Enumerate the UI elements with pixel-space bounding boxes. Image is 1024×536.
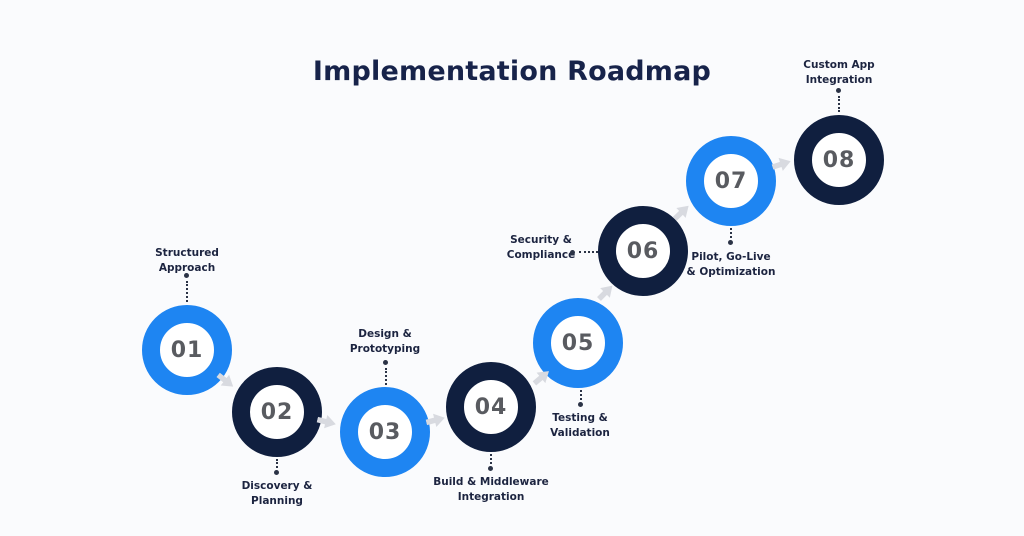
step-number: 02 [260, 399, 294, 425]
connector-dot [728, 240, 733, 245]
step-label: Security & Compliance [506, 234, 576, 262]
connector-dot [383, 360, 388, 365]
step-label: Pilot, Go-Live & Optimization [686, 251, 776, 279]
step-circle: 02 [232, 367, 322, 457]
connector-dot [184, 273, 189, 278]
step-label: Structured Approach [155, 247, 219, 275]
step-circle: 04 [446, 362, 536, 452]
step-number: 04 [474, 394, 508, 420]
connector-dot [274, 470, 279, 475]
step-circle: 03 [340, 387, 430, 477]
step-number: 08 [822, 147, 856, 173]
step-circle: 07 [686, 136, 776, 226]
arrow-icon [425, 413, 445, 427]
page-title: Implementation Roadmap [312, 56, 712, 88]
arrow-icon [216, 372, 234, 387]
step-label: Design & Prototyping [349, 328, 421, 356]
arrow-icon [532, 371, 549, 386]
connector-dot [488, 466, 493, 471]
arrow-icon [597, 285, 613, 301]
connector-dot [570, 250, 575, 255]
connector-line [385, 368, 387, 385]
step-number: 07 [714, 168, 748, 194]
step-label: Testing & Validation [550, 412, 610, 440]
connector-line [490, 454, 492, 464]
connector-line [186, 281, 188, 302]
arrow-icon [316, 415, 336, 429]
connector-dot [836, 88, 841, 93]
connector-line [580, 390, 582, 400]
step-label: Build & Middleware Integration [433, 476, 549, 504]
step-number: 03 [368, 419, 402, 445]
step-label: Discovery & Planning [241, 480, 313, 508]
connector-dot [578, 402, 583, 407]
connector-line [276, 459, 278, 468]
arrow-icon [672, 205, 689, 221]
arrow-icon [771, 157, 791, 171]
step-number: 01 [170, 337, 204, 363]
connector-line [730, 228, 732, 238]
connector-line [838, 96, 840, 112]
step-number: 06 [626, 238, 660, 264]
connector-line [579, 251, 598, 253]
step-circle: 08 [794, 115, 884, 205]
step-number: 05 [561, 330, 595, 356]
